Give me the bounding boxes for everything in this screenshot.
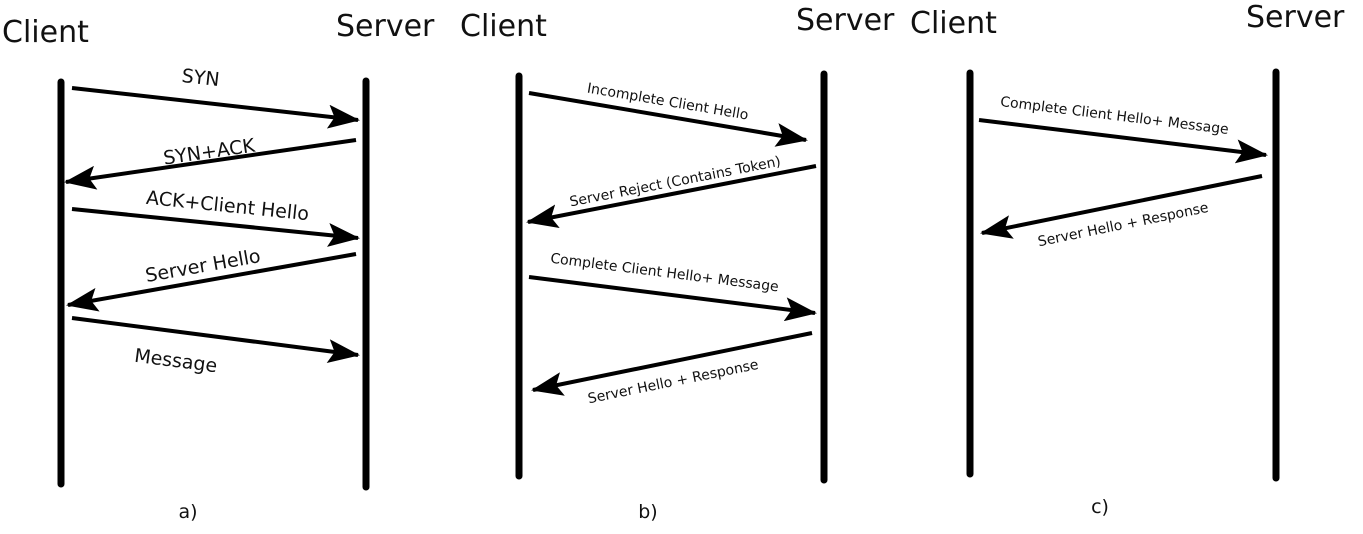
- diagram-b-server-label: Server: [796, 3, 895, 38]
- message-arrow: [71, 86, 360, 129]
- message-arrow: [66, 252, 357, 312]
- message-label: Server Hello + Response: [1036, 200, 1209, 250]
- message-arrow: [528, 91, 808, 147]
- diagram-a-client-label: Client: [2, 15, 89, 50]
- diagram-a-server-label: Server: [336, 9, 435, 44]
- diagram-c: Client Server Complete Client Hello+ Mes…: [910, 0, 1345, 518]
- message-arrow: [531, 331, 813, 396]
- message-label: Server Reject (Contains Token): [568, 154, 782, 211]
- diagram-a-caption: a): [178, 501, 197, 523]
- diagram-c-server-label: Server: [1246, 0, 1345, 35]
- diagram-b-caption: b): [638, 501, 657, 523]
- message-arrow: [528, 275, 817, 322]
- message-arrow: [71, 207, 360, 247]
- message-label: SYN+ACK: [162, 135, 257, 170]
- message-label: SYN: [181, 65, 221, 91]
- message-label: Complete Client Hello+ Message: [549, 251, 779, 296]
- message-label: Complete Client Hello+ Message: [999, 94, 1229, 138]
- message-arrow: [526, 164, 817, 229]
- diagram-c-client-label: Client: [910, 6, 997, 41]
- diagram-b: Client Server Incomplete Client Hello Se…: [460, 3, 895, 523]
- message-label: Server Hello + Response: [586, 357, 759, 407]
- message-arrow: [980, 174, 1263, 239]
- diagram-a: Client Server SYN SYN+ACK ACK+Client Hel…: [2, 9, 435, 523]
- diagram-b-client-label: Client: [460, 9, 547, 44]
- diagram-c-caption: c): [1091, 496, 1109, 518]
- message-arrow: [64, 138, 357, 190]
- message-arrow: [978, 118, 1268, 164]
- message-arrow: [71, 316, 360, 364]
- message-label: Message: [133, 345, 218, 378]
